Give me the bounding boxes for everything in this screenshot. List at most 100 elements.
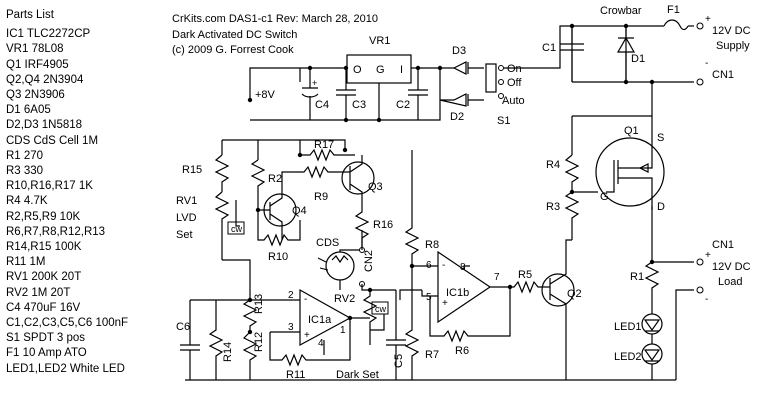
parts-list-item: Q3 2N3906 <box>6 89 65 102</box>
r6-label: R6 <box>455 345 469 357</box>
pin4-label: 4 <box>318 338 324 349</box>
r1-label: R1 <box>630 271 644 283</box>
diode-d3 <box>452 61 484 75</box>
ic1b-pin-minus: - <box>442 260 445 271</box>
f1-label: F1 <box>667 4 680 16</box>
r3-label: R3 <box>546 201 560 213</box>
resistor-r8 <box>404 150 420 266</box>
q1-label: Q1 <box>624 125 639 137</box>
lvd-section: R15 RV1 LVD Set cw R17 R2 R9 Q3 R16 Q4 <box>176 139 393 263</box>
r12-label: R12 <box>253 332 265 352</box>
switch-auto-label: Auto <box>502 95 525 107</box>
potentiometer-rv2 <box>362 290 378 345</box>
load-plus-terminal <box>696 258 704 266</box>
parts-list-item: F1 10 Amp ATO <box>6 347 87 360</box>
parts-list-title: Parts List <box>6 9 54 21</box>
cn1-bottom-label: CN1 <box>712 239 734 251</box>
parts-list-item: R3 330 <box>6 165 44 178</box>
rv1-lvd-label: LVD <box>176 212 197 224</box>
supply-minus-terminal <box>696 78 704 86</box>
parts-list-item: R1 270 <box>6 149 44 162</box>
resistor-r6 <box>429 287 511 343</box>
c4-label: C4 <box>315 99 329 111</box>
rv1-cw-label: cw <box>231 224 243 234</box>
header-subtitle: Dark Activated DC Switch <box>172 29 297 41</box>
parts-list-item: C1,C2,C3,C5,C6 100nF <box>6 317 129 330</box>
load-minus-label: - <box>705 294 708 305</box>
switch-s1 <box>485 63 497 93</box>
resistor-r12 <box>242 331 258 380</box>
supply-section: Crowbar F1 C1 D1 + 12V DC Supply - CN1 <box>542 4 751 86</box>
r5-label: R5 <box>518 269 532 281</box>
parts-list-item: D2,D3 1N5818 <box>6 119 83 132</box>
pin2-label: 2 <box>288 290 294 301</box>
supply-plus-terminal <box>696 22 704 30</box>
parts-list-item: RV1 200K 20T <box>6 271 82 284</box>
vr1-label: VR1 <box>369 35 390 47</box>
cds-label: CDS <box>316 237 339 249</box>
parts-list-item: S1 SPDT 3 pos <box>6 332 86 345</box>
resistor-r4 <box>564 154 580 192</box>
ic1a-label: IC1a <box>308 314 332 326</box>
c5-label: C5 <box>393 354 405 368</box>
pin1-label: 1 <box>340 325 346 336</box>
regulator-section: VR1 O G I + C4 C3 C2 +8V D3 D2 <box>247 25 572 127</box>
c1-label: C1 <box>542 42 556 54</box>
d3-label: D3 <box>452 45 466 57</box>
r9-label: R9 <box>314 191 328 203</box>
parts-list-item: RV2 1M 20T <box>6 286 71 299</box>
mosfet-q1 <box>595 137 665 207</box>
parts-list-item: R10,R16,R17 1K <box>6 180 93 193</box>
transistor-q3 <box>341 161 375 195</box>
supply-plus-label: + <box>705 14 711 25</box>
r17-label: R17 <box>314 139 334 151</box>
vr1-pin-o: O <box>353 64 362 76</box>
parts-list-item: IC1 TLC2272CP <box>6 28 91 41</box>
r13-label: R13 <box>253 294 265 314</box>
parts-list: Parts List IC1 TLC2272CP VR1 78L08 Q1 IR… <box>6 8 164 377</box>
q1-drain-label: D <box>657 201 665 213</box>
supply-label-2: Supply <box>716 40 750 52</box>
r15-label: R15 <box>182 164 202 176</box>
resistor-r7 <box>404 266 420 380</box>
vr1-pin-g: G <box>376 64 385 76</box>
resistor-r16 <box>354 200 370 250</box>
resistor-r14 <box>208 300 224 380</box>
parts-list-item: Q1 IRF4905 <box>6 58 69 71</box>
q2-label: Q2 <box>567 288 582 300</box>
resistor-r5 <box>510 280 546 294</box>
parts-list-item: R4 4.7K <box>6 195 48 208</box>
switch-on-label: On <box>507 63 522 75</box>
supply-label-1: 12V DC <box>712 25 751 37</box>
parts-list-item: R11 1M <box>6 256 46 269</box>
diode-d2 <box>439 93 484 107</box>
parts-list-item: CDS CdS Cell 1M <box>6 134 99 147</box>
q1-gate-label: G <box>600 191 609 203</box>
dark-set-label: Dark Set <box>336 369 379 381</box>
pin3-label: 3 <box>288 322 294 333</box>
q4-label: Q4 <box>292 205 307 217</box>
resistor-r15 <box>214 154 230 192</box>
resistor-r3 <box>564 191 580 240</box>
sensor-section: CDS CN2 R8 R7 C5 IC1b - + 6 5 8 7 R6 R <box>316 150 582 380</box>
ic1b-pin-plus: + <box>442 298 448 309</box>
parts-list-item: R6,R7,R8,R12,R13 <box>6 225 106 238</box>
ic1a-pin-plus: + <box>304 330 310 341</box>
parts-list-item: LED1,LED2 White LED <box>6 362 125 375</box>
r11-label: R11 <box>286 369 305 381</box>
fuse-f1 <box>663 19 689 31</box>
parts-list-item: VR1 78L08 <box>6 43 64 56</box>
s1-label: S1 <box>497 115 510 127</box>
c4-plus: + <box>312 78 317 88</box>
c3-label: C3 <box>352 99 366 111</box>
parts-list-item: R14,R15 100K <box>6 241 82 254</box>
rv2-cw-label: cw <box>375 304 387 314</box>
rv2-label: RV2 <box>334 293 355 305</box>
plus-8v-label: +8V <box>255 89 276 101</box>
r10-label: R10 <box>268 251 288 263</box>
resistor-r1 <box>644 261 660 310</box>
resistor-r17 <box>300 148 355 162</box>
r2-label: R2 <box>268 173 282 185</box>
switch-off-label: Off <box>507 77 522 89</box>
parts-list-item: D1 6A05 <box>6 104 51 117</box>
